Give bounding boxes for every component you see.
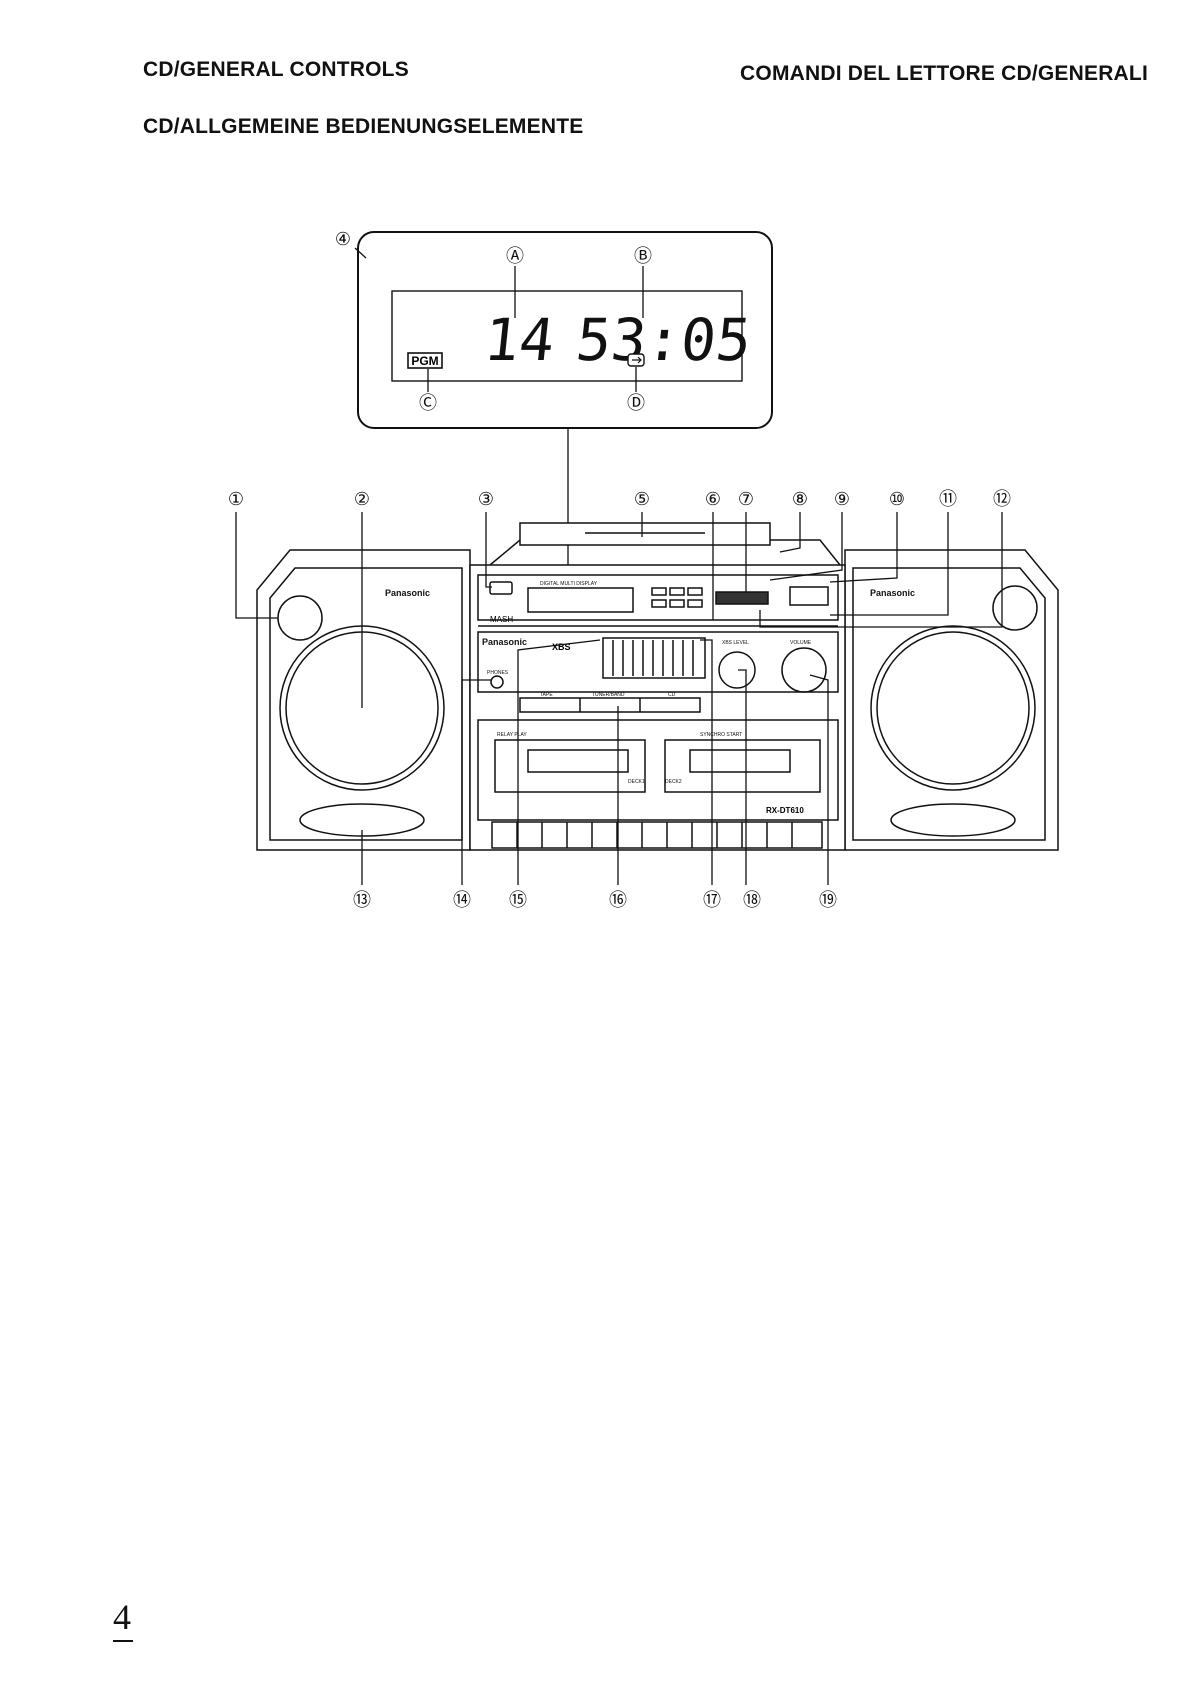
- callout-18: ⑱: [743, 890, 761, 910]
- lcd-track-number: 14: [481, 306, 558, 374]
- relay-play-label: RELAY PLAY: [497, 732, 527, 738]
- callout-2: ②: [354, 489, 370, 509]
- tuner-band-label: TUNER/BAND: [592, 692, 625, 698]
- callout-3: ③: [478, 489, 494, 509]
- pgm-indicator: PGM: [411, 354, 438, 368]
- callout-4: ④: [335, 230, 351, 249]
- callout-5: ⑤: [634, 489, 650, 509]
- letter-label-a: Ⓐ: [506, 246, 524, 266]
- boombox-diagram: 14 53:05 PGM Ⓐ Ⓑ Ⓒ Ⓓ ④ ① ② ③ ⑤ ⑥ ⑦ ⑧ ⑨ ⑩…: [0, 230, 1191, 950]
- mash-label: MASH: [490, 615, 513, 624]
- model-label: RX-DT610: [766, 806, 804, 815]
- letter-label-d: Ⓓ: [627, 393, 645, 413]
- callout-13: ⑬: [353, 890, 371, 910]
- synchro-start-label: SYNCHRO START: [700, 732, 742, 738]
- callout-8: ⑧: [792, 489, 808, 509]
- callout-19: ⑲: [819, 890, 837, 910]
- lcd-time: 53:05: [573, 306, 755, 374]
- callout-15: ⑮: [509, 890, 527, 910]
- brand-left: Panasonic: [385, 588, 430, 598]
- xbs-level-label: XBS LEVEL: [722, 640, 749, 646]
- tape-label: TAPE: [540, 692, 553, 698]
- callout-11: ⑪: [939, 489, 957, 509]
- page-number: 4: [113, 1596, 131, 1638]
- heading-english: CD/GENERAL CONTROLS: [143, 58, 409, 82]
- callout-1: ①: [228, 489, 244, 509]
- brand-center: Panasonic: [482, 637, 527, 647]
- repeat-icon: [628, 354, 644, 366]
- boombox-unit: [257, 523, 1058, 850]
- callout-9: ⑨: [834, 489, 850, 509]
- deck2-label: DECK2: [665, 779, 682, 785]
- page-number-underline: [113, 1640, 133, 1642]
- callout-7: ⑦: [738, 489, 754, 509]
- callout-14: ⑭: [453, 890, 471, 910]
- letter-label-b: Ⓑ: [634, 246, 652, 266]
- callout-17: ⑰: [703, 890, 721, 910]
- heading-italian: COMANDI DEL LETTORE CD/GENERALI: [740, 62, 1148, 86]
- callout-16: ⑯: [609, 890, 627, 910]
- callout-row-bottom: ⑬ ⑭ ⑮ ⑯ ⑰ ⑱ ⑲: [353, 890, 837, 910]
- letter-label-c: Ⓒ: [419, 393, 437, 413]
- callout-6: ⑥: [705, 489, 721, 509]
- callout-12: ⑫: [993, 489, 1011, 509]
- brand-right: Panasonic: [870, 588, 915, 598]
- deck1-label: DECK1: [628, 779, 645, 785]
- callout-row-top: ① ② ③ ⑤ ⑥ ⑦ ⑧ ⑨ ⑩ ⑪ ⑫: [228, 489, 1011, 509]
- digital-multi-display-label: DIGITAL MULTI DISPLAY: [540, 581, 598, 587]
- phones-label: PHONES: [487, 670, 509, 676]
- callout-10: ⑩: [889, 489, 905, 509]
- cd-label: CD: [668, 692, 676, 698]
- volume-label: VOLUME: [790, 640, 812, 646]
- heading-german: CD/ALLGEMEINE BEDIENUNGSELEMENTE: [143, 115, 583, 139]
